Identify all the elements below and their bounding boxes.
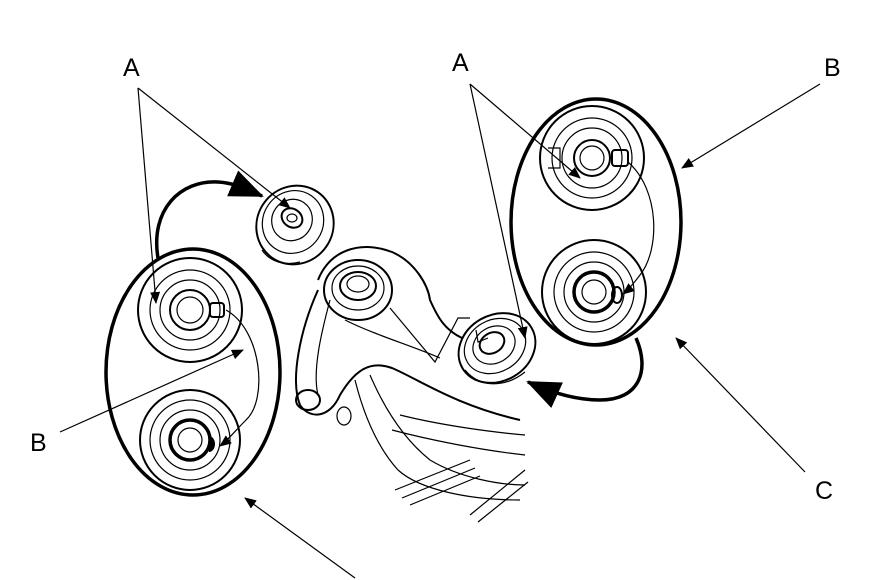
label-b-left: B bbox=[30, 429, 47, 457]
label-a-right: A bbox=[452, 49, 469, 77]
inset-left bbox=[104, 247, 282, 497]
rotate-arrow-left bbox=[155, 170, 264, 259]
leader-lines bbox=[59, 83, 821, 579]
control-arm bbox=[295, 246, 529, 523]
label-c: C bbox=[815, 477, 833, 505]
label-a-left: A bbox=[123, 54, 140, 82]
label-b-right: B bbox=[824, 54, 841, 82]
bushing-left-top bbox=[255, 184, 335, 266]
rotate-arrow-right bbox=[526, 337, 644, 408]
inset-right bbox=[509, 97, 683, 347]
bushing-right-bottom bbox=[457, 312, 537, 385]
